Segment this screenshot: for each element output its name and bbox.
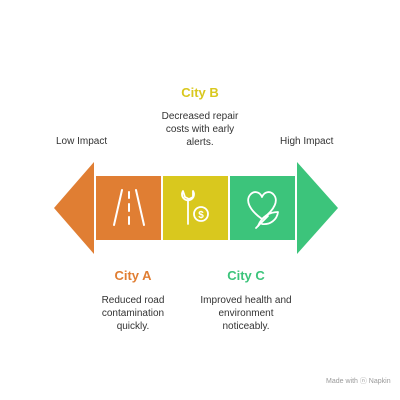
road-icon bbox=[113, 189, 145, 226]
city-b-description: Decreased repair costs with early alerts… bbox=[161, 111, 239, 148]
city-c-segment bbox=[230, 176, 295, 240]
high-impact-arrowhead bbox=[297, 162, 338, 254]
city-b-title: City B bbox=[181, 85, 219, 100]
city-a-title: City A bbox=[114, 268, 152, 283]
heart-leaf-icon bbox=[247, 191, 279, 229]
city-a-description: Reduced road contamination quickly. bbox=[101, 295, 165, 332]
city-c-title: City C bbox=[227, 268, 265, 283]
city-c-description: Improved health and environment noticeab… bbox=[200, 295, 292, 332]
low-impact-label: Low Impact bbox=[56, 136, 108, 147]
high-impact-label: High Impact bbox=[280, 136, 334, 147]
low-impact-arrowhead bbox=[54, 162, 94, 254]
napkin-watermark: Made with ⓝ Napkin bbox=[326, 378, 391, 385]
wrench-dollar-icon: $ bbox=[181, 190, 209, 225]
svg-text:$: $ bbox=[198, 210, 204, 221]
city-b-segment bbox=[163, 176, 228, 240]
